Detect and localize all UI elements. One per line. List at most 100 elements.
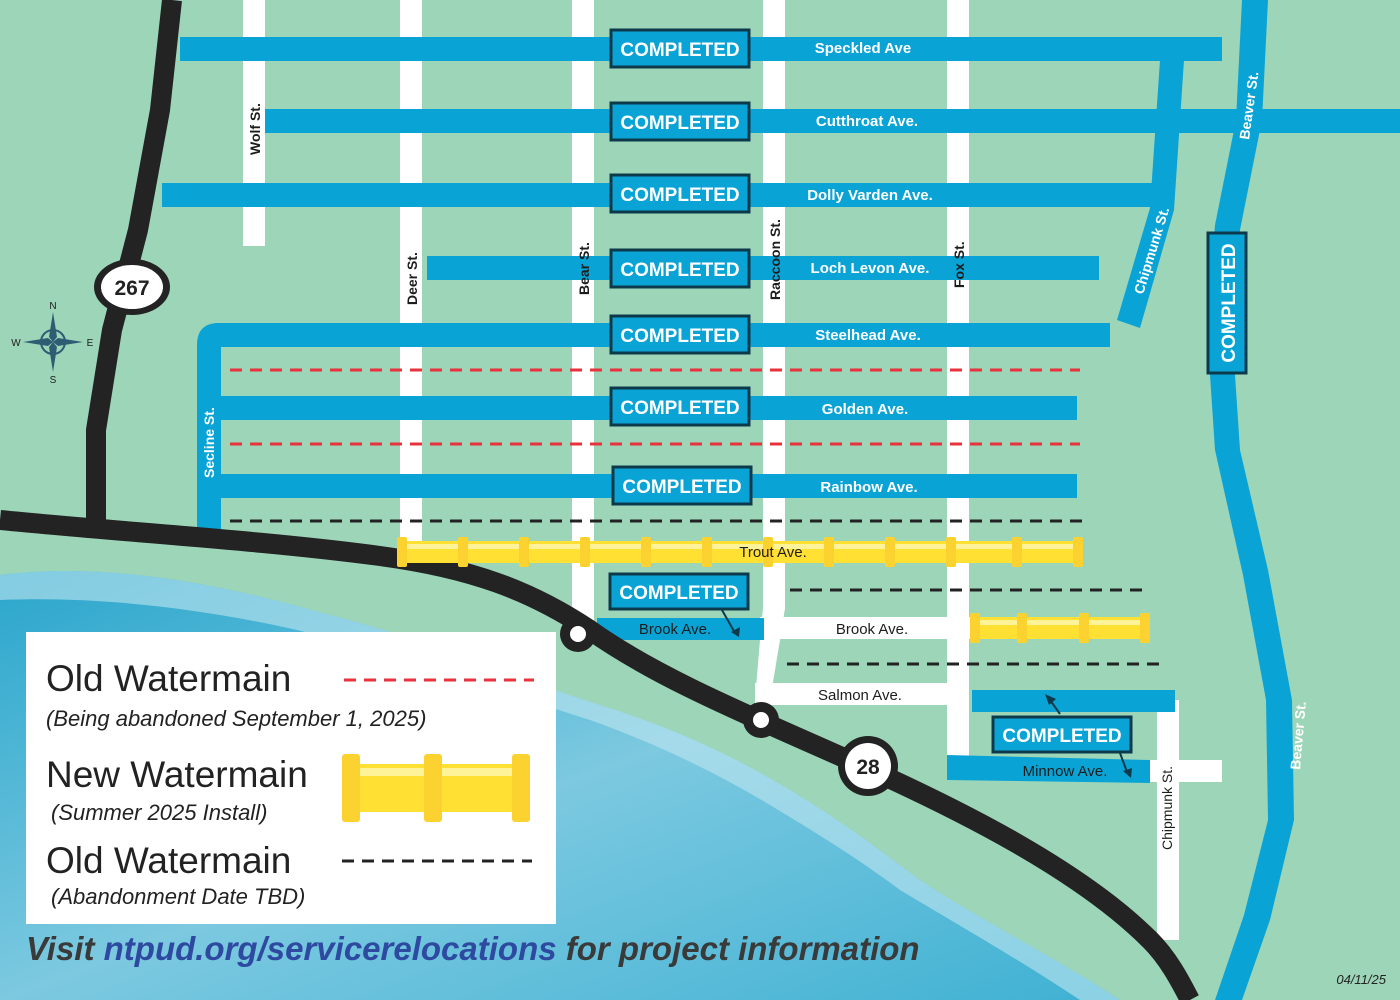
label-bear: Bear St. (576, 242, 592, 295)
completed-badge-minnow-salmon: COMPLETED (991, 694, 1133, 778)
visit-suffix: for project information (556, 930, 920, 967)
label-wolf: Wolf St. (247, 103, 263, 155)
brook-ave-road (760, 617, 970, 639)
highway-28 (0, 510, 1199, 1000)
pipe-joint (519, 537, 529, 567)
label-loch-levon: Loch Levon Ave. (811, 260, 930, 277)
salmon-ave-road (755, 683, 965, 705)
label-brook-west: Brook Ave. (639, 621, 711, 638)
completed-badge-golden: COMPLETED (609, 386, 751, 427)
legend-old-title: Old Watermain (46, 658, 292, 699)
minnow-main (947, 755, 1150, 783)
svg-text:COMPLETED: COMPLETED (1219, 243, 1240, 362)
legend-yellow-pipe-swatch (342, 754, 530, 822)
completed-badges: COMPLETED COMPLETED COMPLETED COMPLETED … (608, 28, 1248, 778)
completed-badge-beaver: COMPLETED (1206, 231, 1248, 375)
bear-street (572, 0, 594, 620)
highway-28-shield: 28 (838, 736, 898, 796)
pipe-joint (946, 537, 956, 567)
label-trout: Trout Ave. (739, 544, 807, 561)
label-brook-east: Brook Ave. (836, 621, 908, 638)
minnow-ave-road-east (1150, 760, 1222, 782)
label-steelhead: Steelhead Ave. (815, 327, 921, 344)
pipe-joint (458, 537, 468, 567)
loch-levon-main (427, 256, 1099, 280)
legend-tbd-subtitle: (Abandonment Date TBD) (51, 884, 306, 909)
compass-s: S (50, 375, 57, 386)
label-speckled: Speckled Ave (815, 40, 911, 57)
pipe-joint (1140, 613, 1150, 643)
salmon-main (972, 690, 1175, 712)
pipe-joint (1012, 537, 1022, 567)
legend-old-subtitle: (Being abandoned September 1, 2025) (46, 706, 427, 731)
svg-text:COMPLETED: COMPLETED (620, 40, 739, 61)
map-legend: Old Watermain (Being abandoned September… (26, 632, 556, 924)
avenue-labels: Speckled Ave Cutthroat Ave. Dolly Varden… (639, 40, 1108, 780)
label-salmon: Salmon Ave. (818, 687, 902, 704)
old-watermain-red (230, 368, 1080, 446)
highway-267-shield: 267 (94, 259, 170, 315)
new-watermain-trout (397, 537, 1083, 567)
completed-badge-loch-levon: COMPLETED (609, 248, 751, 289)
completed-badge-brook: COMPLETED (608, 572, 750, 637)
pipe-joint (763, 537, 773, 567)
completed-badge-speckled: COMPLETED (609, 28, 751, 69)
pipe-joint (397, 537, 407, 567)
highway-28-label: 28 (856, 756, 880, 779)
cutthroat-main (265, 109, 1400, 133)
legend-new-title: New Watermain (46, 754, 308, 795)
new-watermain-brook-east (970, 613, 1150, 643)
project-info-line: Visit ntpud.org/servicerelocations for p… (26, 930, 920, 968)
svg-text:COMPLETED: COMPLETED (620, 398, 739, 419)
label-minnow: Minnow Ave. (1023, 763, 1108, 780)
map-date: 04/11/25 (1336, 972, 1386, 987)
compass-w: W (11, 338, 21, 349)
pipe-joint (1079, 613, 1089, 643)
label-raccoon: Raccoon St. (767, 219, 783, 300)
completed-badge-steelhead: COMPLETED (609, 314, 751, 355)
pipe-joint (641, 537, 651, 567)
svg-text:COMPLETED: COMPLETED (619, 583, 738, 604)
label-fox: Fox St. (951, 241, 967, 288)
svg-text:COMPLETED: COMPLETED (620, 326, 739, 347)
label-chipmunk-south: Chipmunk St. (1159, 766, 1175, 850)
visit-prefix: Visit (26, 930, 104, 967)
old-watermain-black (230, 519, 1166, 666)
completed-badge-dolly-varden: COMPLETED (609, 173, 751, 214)
pipe-joint (702, 537, 712, 567)
compass-e: E (87, 338, 94, 349)
pipe-joint (885, 537, 895, 567)
legend-tbd-title: Old Watermain (46, 840, 292, 881)
pipe-joint (1017, 613, 1027, 643)
svg-text:COMPLETED: COMPLETED (620, 113, 739, 134)
svg-text:COMPLETED: COMPLETED (620, 185, 739, 206)
completed-badge-rainbow: COMPLETED (611, 465, 753, 506)
label-deer: Deer St. (404, 252, 420, 305)
legend-black-dash-swatch (342, 859, 532, 863)
label-beaver-south: Beaver St. (1287, 701, 1309, 771)
raccoon-street (763, 0, 785, 610)
highway-267-label: 267 (114, 277, 149, 300)
pipe-joint (970, 613, 980, 643)
label-golden: Golden Ave. (822, 401, 908, 418)
legend-red-dash-swatch (344, 678, 534, 682)
label-cutthroat: Cutthroat Ave. (816, 113, 918, 130)
svg-text:COMPLETED: COMPLETED (1002, 726, 1121, 747)
pipe-joint (1073, 537, 1083, 567)
compass-n: N (49, 301, 56, 312)
secline-main (197, 323, 230, 547)
pipe-joint (580, 537, 590, 567)
chipmunk-main-north (1117, 60, 1184, 328)
legend-new-subtitle: (Summer 2025 Install) (51, 800, 268, 825)
street-labels: Wolf St. Deer St. Bear St. Raccoon St. F… (201, 70, 1309, 850)
svg-text:COMPLETED: COMPLETED (622, 477, 741, 498)
junction-markers (560, 616, 779, 738)
new-watermain-pipes (397, 537, 1150, 643)
label-rainbow: Rainbow Ave. (820, 479, 917, 496)
project-info-link[interactable]: ntpud.org/servicerelocations (103, 930, 557, 967)
svg-text:COMPLETED: COMPLETED (620, 260, 739, 281)
label-secline: Secline St. (201, 407, 217, 478)
label-dolly-varden: Dolly Varden Ave. (807, 187, 933, 204)
brook-main-west (597, 618, 764, 640)
compass-rose: N S W E (11, 301, 93, 386)
